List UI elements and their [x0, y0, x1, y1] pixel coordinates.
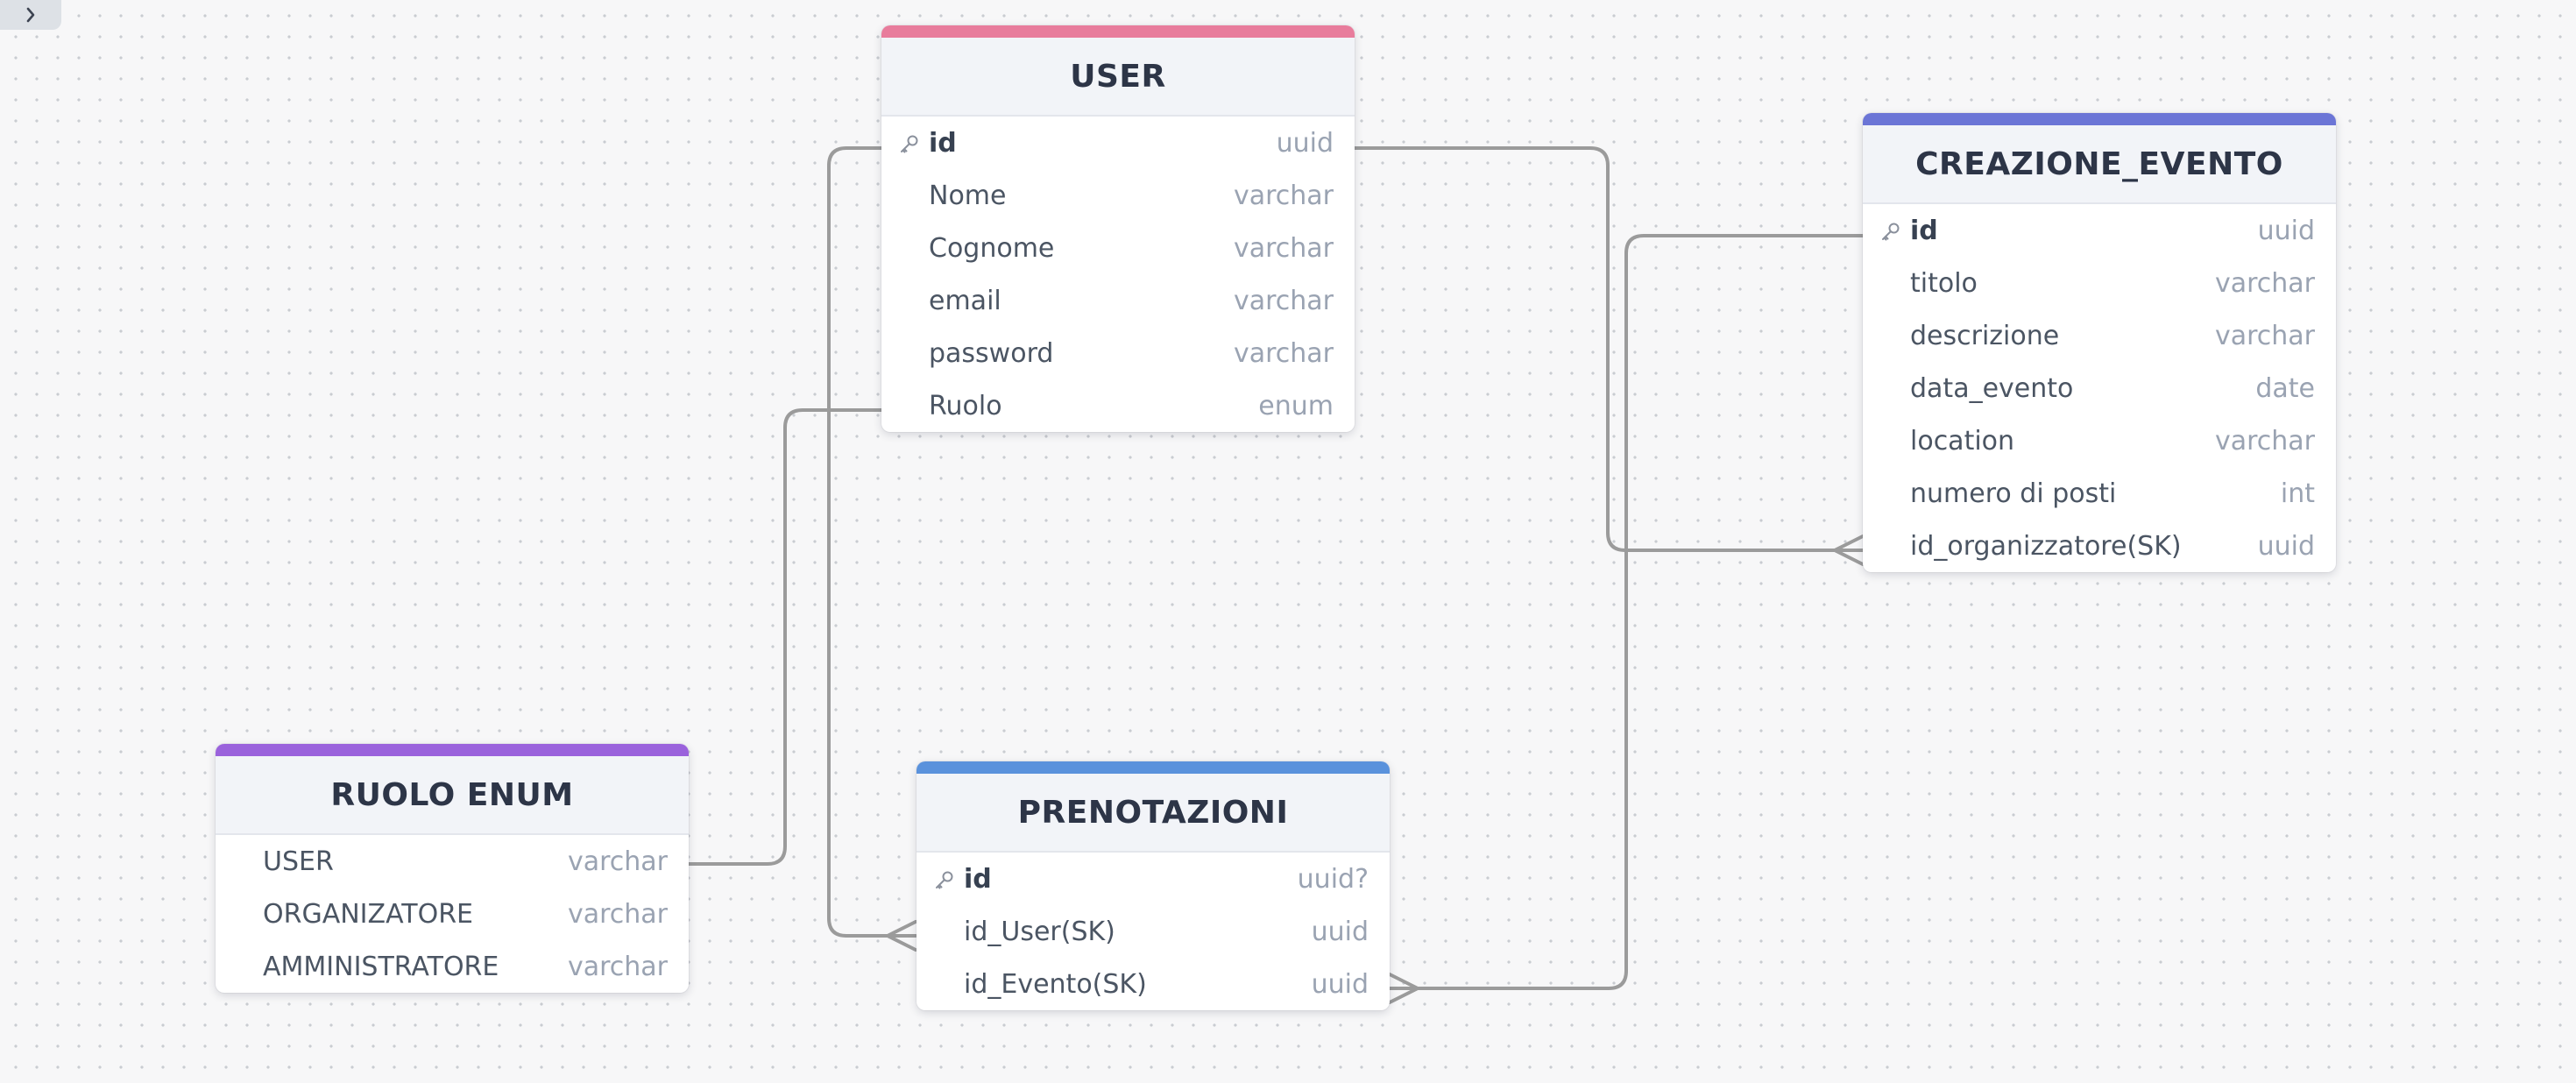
field-type: varchar: [1233, 337, 1334, 369]
field-name: Nome: [929, 180, 1007, 211]
edge-ruolo-enum: [687, 408, 883, 866]
field-row[interactable]: ORGANIZATORE varchar: [216, 888, 689, 940]
field-name: AMMINISTRATORE: [263, 951, 499, 982]
field-name: id_Evento(SK): [964, 968, 1147, 1000]
field-type: varchar: [567, 846, 668, 877]
key-icon: [901, 135, 918, 153]
sidebar-toggle-button[interactable]: [0, 0, 61, 30]
field-name: Cognome: [929, 232, 1055, 264]
field-type: varchar: [1233, 285, 1334, 316]
table-user[interactable]: USER id uuid Nome varchar Cognome varcha…: [881, 25, 1355, 432]
field-type: uuid: [1311, 968, 1369, 1000]
field-row[interactable]: location varchar: [1863, 414, 2336, 467]
field-type: varchar: [1233, 232, 1334, 264]
field-name: password: [929, 337, 1054, 369]
edge-user-evento: [1353, 146, 1865, 552]
chevron-right-icon: [26, 7, 35, 23]
field-row[interactable]: id uuid?: [916, 853, 1390, 905]
field-row[interactable]: data_evento date: [1863, 362, 2336, 414]
field-row[interactable]: Nome varchar: [881, 169, 1355, 222]
field-type: varchar: [1233, 180, 1334, 211]
field-type: int: [2280, 478, 2315, 509]
table-color-bar: [916, 761, 1390, 774]
field-row[interactable]: numero di posti int: [1863, 467, 2336, 520]
field-row[interactable]: Ruolo enum: [881, 379, 1355, 432]
field-name: id_organizzatore(SK): [1910, 530, 2182, 562]
table-header[interactable]: PRENOTAZIONI: [916, 774, 1390, 853]
field-row[interactable]: AMMINISTRATORE varchar: [216, 940, 689, 993]
field-row[interactable]: id uuid: [1863, 204, 2336, 257]
table-ruolo-enum[interactable]: RUOLO ENUM USER varchar ORGANIZATORE var…: [216, 744, 689, 993]
table-color-bar: [216, 744, 689, 756]
field-name: id: [929, 127, 957, 159]
field-row[interactable]: password varchar: [881, 327, 1355, 379]
table-title: CREAZIONE_EVENTO: [1915, 145, 2283, 182]
table-title: PRENOTAZIONI: [1017, 794, 1289, 831]
table-color-bar: [881, 25, 1355, 38]
field-name: USER: [263, 846, 334, 877]
field-row[interactable]: email varchar: [881, 274, 1355, 327]
field-name: location: [1910, 425, 2015, 457]
field-type: uuid: [1311, 916, 1369, 947]
table-creazione-evento[interactable]: CREAZIONE_EVENTO id uuid titolo varchar …: [1863, 113, 2336, 572]
field-type: varchar: [2214, 267, 2315, 299]
field-type: uuid: [1276, 127, 1334, 159]
field-type: enum: [1258, 390, 1334, 421]
field-name: data_evento: [1910, 372, 2074, 404]
field-row[interactable]: USER varchar: [216, 835, 689, 888]
field-type: varchar: [567, 951, 668, 982]
field-type: date: [2255, 372, 2315, 404]
field-row[interactable]: id_Evento(SK) uuid: [916, 958, 1390, 1010]
field-row[interactable]: titolo varchar: [1863, 257, 2336, 309]
crowfoot-prenotazioni-user: [886, 920, 917, 952]
field-name: Ruolo: [929, 390, 1002, 421]
field-name: numero di posti: [1910, 478, 2117, 509]
key-icon: [1882, 223, 1900, 241]
field-row[interactable]: descrizione varchar: [1863, 309, 2336, 362]
field-type: varchar: [2214, 425, 2315, 457]
field-name: ORGANIZATORE: [263, 898, 473, 930]
field-name: descrizione: [1910, 320, 2060, 351]
table-title: USER: [1070, 58, 1166, 95]
field-row[interactable]: id_User(SK) uuid: [916, 905, 1390, 958]
table-prenotazioni[interactable]: PRENOTAZIONI id uuid? id_User(SK) uuid i…: [916, 761, 1390, 1010]
table-header[interactable]: RUOLO ENUM: [216, 756, 689, 835]
table-header[interactable]: USER: [881, 38, 1355, 117]
table-color-bar: [1863, 113, 2336, 125]
crowfoot-evento-organizzatore: [1833, 534, 1865, 566]
field-type: uuid: [2257, 530, 2315, 562]
field-name: id_User(SK): [964, 916, 1115, 947]
field-name: email: [929, 285, 1001, 316]
table-title: RUOLO ENUM: [330, 776, 574, 813]
table-header[interactable]: CREAZIONE_EVENTO: [1863, 125, 2336, 204]
field-name: titolo: [1910, 267, 1978, 299]
field-type: varchar: [567, 898, 668, 930]
field-row[interactable]: id uuid: [881, 117, 1355, 169]
field-row[interactable]: Cognome varchar: [881, 222, 1355, 274]
edge-evento-prenotazioni: [1388, 234, 1865, 990]
field-name: id: [1910, 215, 1938, 246]
key-icon: [936, 871, 953, 889]
field-type: varchar: [2214, 320, 2315, 351]
field-row[interactable]: id_organizzatore(SK) uuid: [1863, 520, 2336, 572]
field-type: uuid?: [1297, 863, 1369, 895]
field-type: uuid: [2257, 215, 2315, 246]
field-name: id: [964, 863, 992, 895]
crowfoot-prenotazioni-evento: [1388, 973, 1419, 1004]
